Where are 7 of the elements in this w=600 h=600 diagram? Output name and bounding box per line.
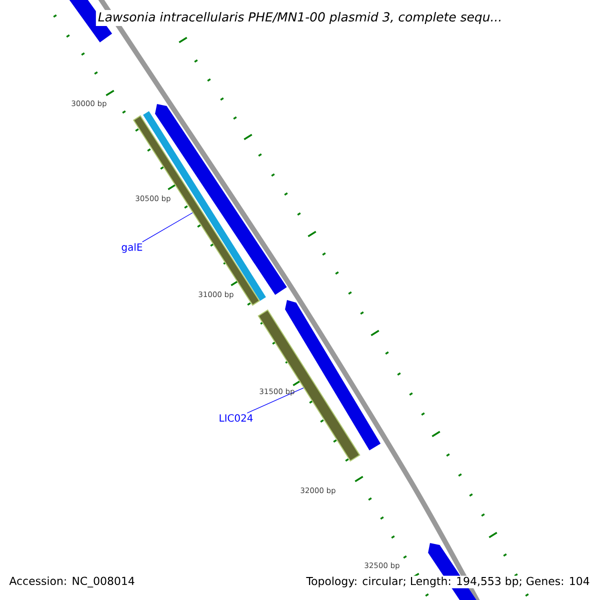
- leader-line: [142, 212, 193, 242]
- gene-label: LIC024: [220, 414, 253, 422]
- footer-text: Topology: circular; Length: 194,553 bp; Genes: 104: [305, 576, 591, 588]
- gene-label: galE: [122, 243, 142, 253]
- footer-text: Accession: NC_008014: [8, 576, 136, 588]
- title: Lawsonia intracellularis PHE/MN1-00 plasmid 3, complete sequ...: [96, 10, 504, 26]
- leader-line: [246, 388, 304, 414]
